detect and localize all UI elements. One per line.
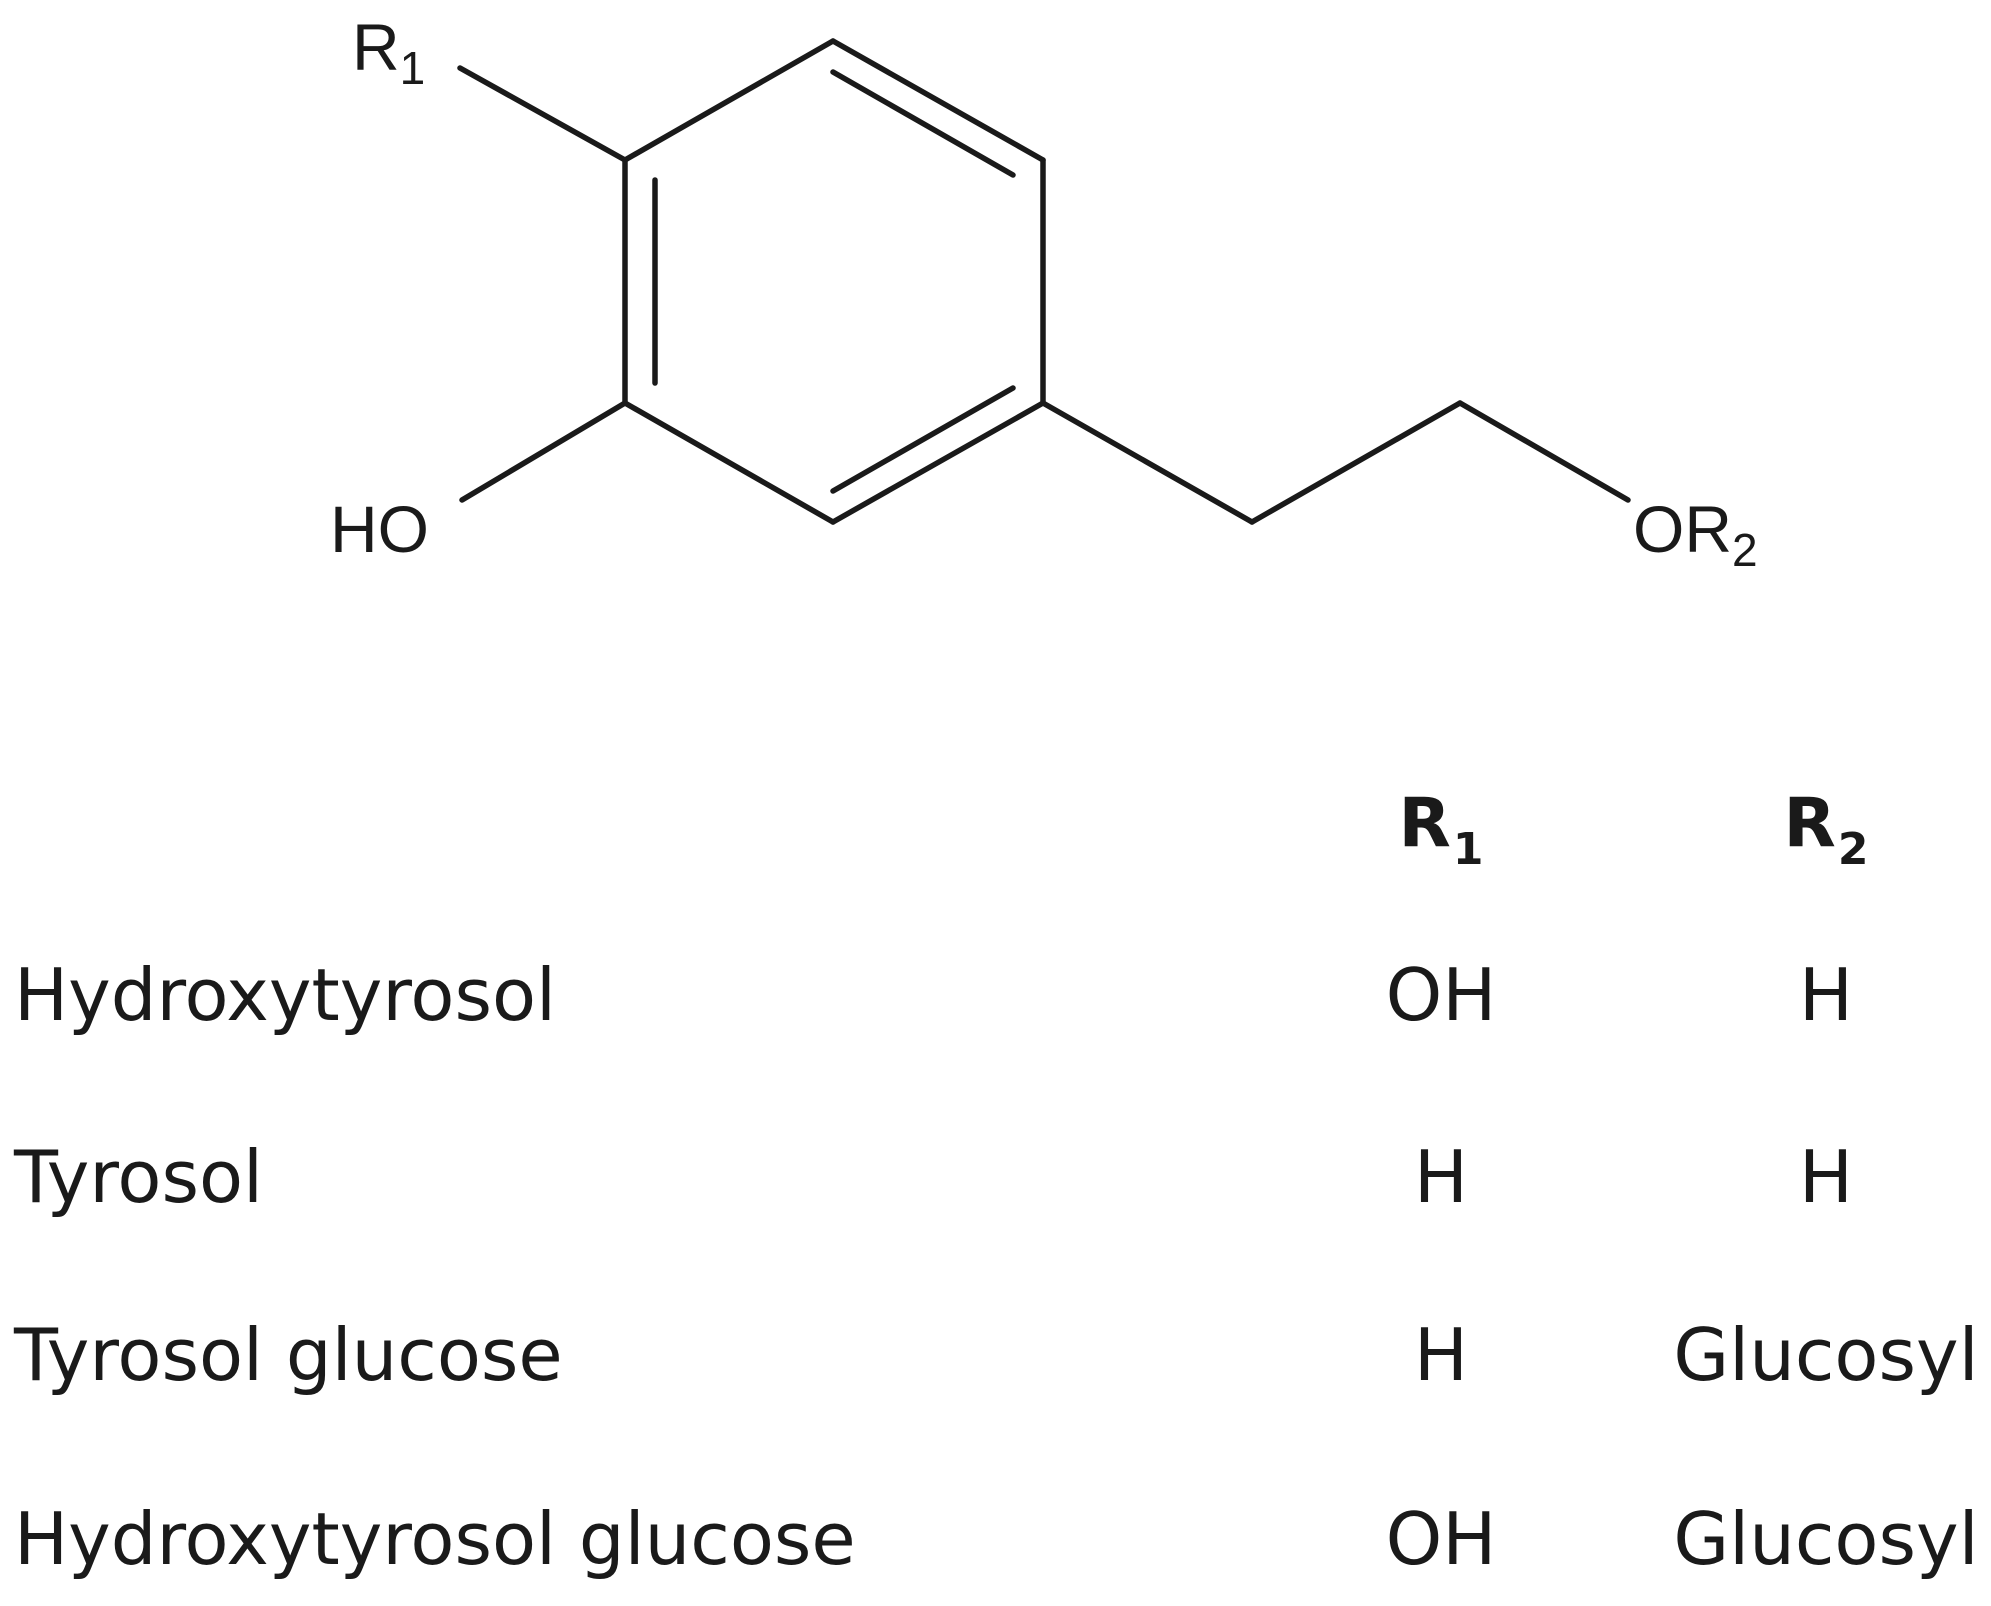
column-header-r2: R2 bbox=[1783, 784, 1869, 875]
compound-name: Tyrosol glucose bbox=[14, 1313, 563, 1397]
ring-bond-top-right bbox=[830, 38, 1046, 163]
table-row: Hydroxytyrosol glucose OH Glucosyl bbox=[0, 1484, 1991, 1594]
r2-value: Glucosyl bbox=[1673, 1497, 1979, 1581]
r1-value: OH bbox=[1385, 953, 1497, 1037]
r1-value: OH bbox=[1385, 1497, 1497, 1581]
compound-name: Tyrosol bbox=[14, 1135, 264, 1219]
r2-value: H bbox=[1798, 1135, 1854, 1219]
table-row: Tyrosol glucose H Glucosyl bbox=[0, 1300, 1991, 1410]
r1-value: H bbox=[1413, 1313, 1469, 1397]
compound-name: Hydroxytyrosol glucose bbox=[14, 1497, 856, 1581]
label-ho: HO bbox=[330, 492, 429, 566]
ring-bond-bottom-left bbox=[622, 400, 836, 525]
r1-value: H bbox=[1413, 1135, 1469, 1219]
bond-chain-2 bbox=[1249, 400, 1463, 525]
label-or2: OR2 bbox=[1633, 492, 1758, 576]
r2-value: Glucosyl bbox=[1673, 1313, 1979, 1397]
bond-chain-1 bbox=[1040, 400, 1255, 525]
bond-chain-3 bbox=[1457, 400, 1631, 503]
substituent-table: R1 R2 Hydroxytyrosol OH H Tyrosol H H Ty… bbox=[0, 760, 1991, 1606]
ring-double-bond-top bbox=[830, 69, 1016, 178]
column-header-r1: R1 bbox=[1398, 784, 1484, 875]
label-r1: R1 bbox=[352, 10, 425, 94]
benzene-ring bbox=[622, 38, 1046, 525]
bond-ho bbox=[459, 400, 628, 503]
compound-name: Hydroxytyrosol bbox=[14, 953, 557, 1037]
r2-value: H bbox=[1798, 953, 1854, 1037]
ring-bond-bottom-right bbox=[830, 400, 1046, 525]
ring-bond-top-left bbox=[622, 38, 836, 163]
table-row: Hydroxytyrosol OH H bbox=[0, 940, 1991, 1050]
ring-double-bond-bottom bbox=[830, 385, 1016, 494]
bond-r1 bbox=[457, 65, 628, 163]
table-row: Tyrosol H H bbox=[0, 1122, 1991, 1232]
chemical-structure: R1 HO OR2 bbox=[330, 10, 1758, 576]
